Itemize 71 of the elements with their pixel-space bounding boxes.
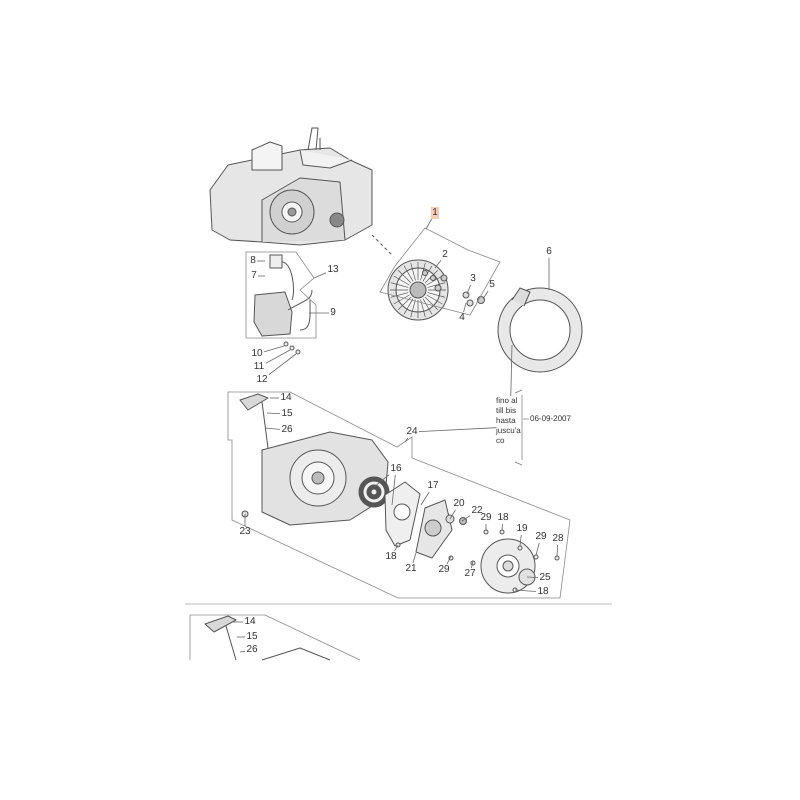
callout-number: 20: [452, 498, 466, 510]
leader-line: [514, 590, 536, 592]
leader-line: [466, 284, 471, 294]
callout-number: 7: [250, 270, 258, 282]
leader-line: [446, 556, 452, 564]
leader-line: [556, 544, 558, 556]
leader-line: [404, 438, 408, 442]
callout-number: 28: [551, 533, 565, 545]
callout-number: 12: [255, 374, 269, 386]
callout-number: 24: [405, 426, 419, 438]
callout-number: 8: [249, 255, 257, 267]
leader-line: [520, 534, 522, 546]
callout-number: 17: [426, 480, 440, 492]
callout-number: 2: [441, 249, 449, 261]
date-text: 06-09-2007: [530, 414, 571, 424]
callout-number: 3: [469, 273, 477, 285]
leader-line: [463, 302, 466, 312]
callout-number: 26: [245, 644, 259, 656]
leader-line: [420, 492, 430, 506]
callout-number: 4: [458, 312, 466, 324]
leader-line: [266, 412, 280, 414]
leader-line: [264, 428, 280, 430]
leader-line: [418, 427, 496, 432]
leader-line: [536, 542, 540, 556]
callout-number: 9: [329, 307, 337, 319]
leader-line: [240, 650, 246, 652]
leader-line: [526, 576, 538, 578]
callout-number: 18: [384, 551, 398, 563]
leader-line: [412, 552, 416, 564]
callout-number: 10: [250, 348, 264, 360]
callout-number: 5: [488, 279, 496, 291]
leader-line: [268, 354, 296, 375]
callout-number: 27: [463, 568, 477, 580]
callout-number: 29: [437, 564, 451, 576]
callout-number: 16: [389, 463, 403, 475]
callout-number: 14: [279, 392, 293, 404]
leader-line: [392, 474, 396, 506]
callout-number: 21: [404, 563, 418, 575]
callout-number: 25: [538, 572, 552, 584]
callout-number: 23: [238, 526, 252, 538]
leader-line: [502, 524, 503, 530]
callout-number: 18: [536, 586, 550, 598]
leader-line: [266, 350, 290, 364]
leader-line: [482, 290, 488, 300]
leader-line: [236, 636, 246, 638]
callout-number: 19: [515, 523, 529, 535]
leader-line: [434, 260, 442, 268]
callout-number: 29: [479, 512, 493, 524]
leader-line: [471, 560, 474, 568]
callout-number: 13: [326, 264, 340, 276]
leader-line: [264, 346, 284, 352]
callout-number: 18: [496, 512, 510, 524]
leader-line: [308, 312, 330, 314]
leader-line: [548, 258, 550, 290]
callout-number: 29: [534, 531, 548, 543]
callout-number: 26: [280, 424, 294, 436]
leader-line: [244, 514, 246, 526]
leader-line: [426, 218, 432, 230]
callout-number: 11: [252, 361, 266, 373]
leader-line: [450, 510, 456, 520]
callout-number: 1: [431, 207, 439, 219]
callout-number: 15: [245, 631, 259, 643]
callout-number: 14: [243, 616, 257, 628]
callout-number: 15: [280, 408, 294, 420]
leader-line: [314, 272, 326, 278]
leader-line: [510, 344, 512, 396]
leader-line: [374, 474, 390, 488]
leader-line: [256, 260, 266, 262]
leader-line: [462, 515, 470, 522]
leader-line: [394, 544, 398, 552]
callout-number: 6: [545, 246, 553, 258]
